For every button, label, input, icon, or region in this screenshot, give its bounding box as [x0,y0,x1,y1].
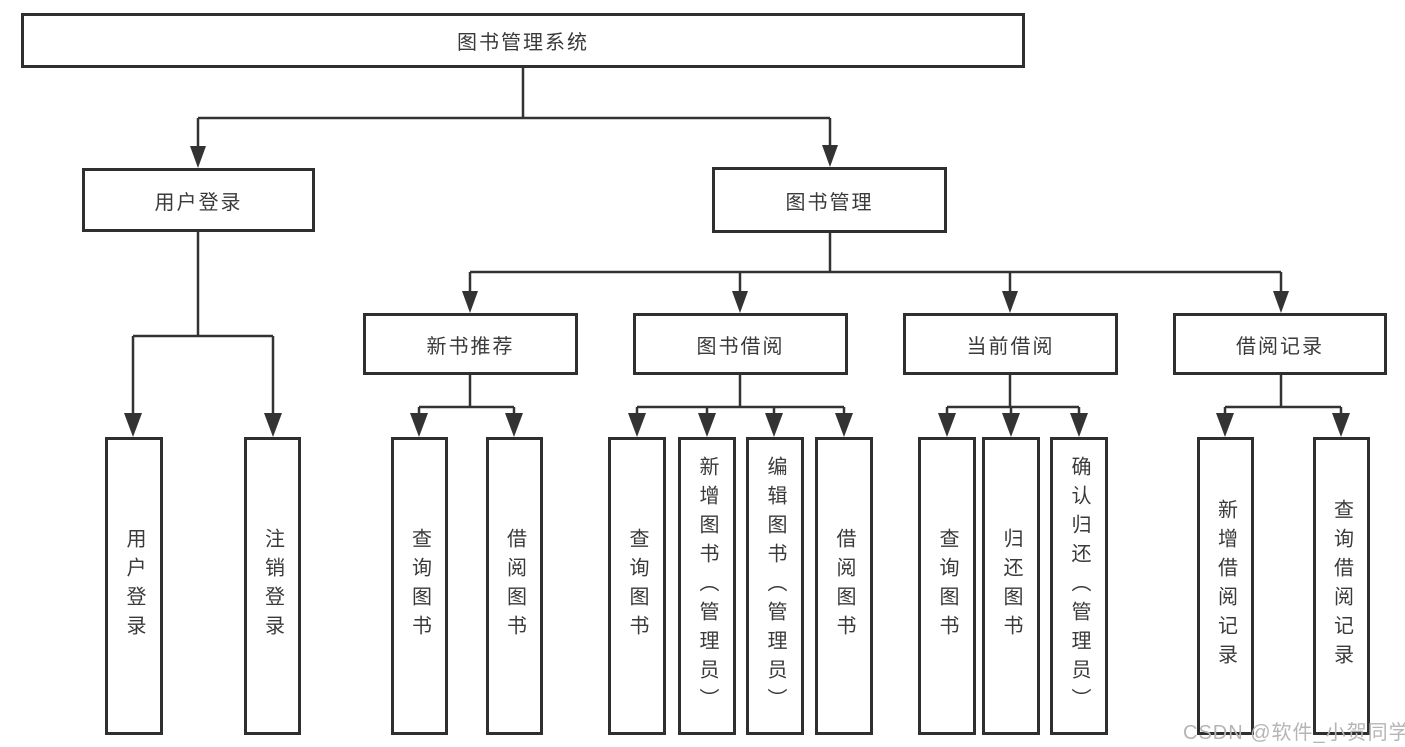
leaf-return-books-label: 归还图书 [1000,528,1022,644]
node-book-borrow-label: 图书借阅 [696,335,785,358]
leaf-confirm-return-admin-label: 确认归还（管理员） [1068,455,1090,717]
leaf-query-books-current-label: 查询图书 [936,528,958,644]
leaf-add-books-admin: 新增图书（管理员） [678,437,736,735]
node-book-management: 图书管理 [712,167,947,233]
leaf-query-books-current: 查询图书 [918,437,976,735]
leaf-query-books-recommend: 查询图书 [391,437,448,735]
node-user-login: 用户登录 [82,168,315,232]
watermark: CSDN @软件_小贺同学 [1183,722,1405,744]
node-user-login-label: 用户登录 [154,191,243,214]
leaf-borrow-books-label: 借阅图书 [833,528,855,644]
node-root-label: 图书管理系统 [457,32,589,54]
leaf-return-books: 归还图书 [982,437,1040,735]
leaf-user-login: 用户登录 [105,437,163,735]
node-root: 图书管理系统 [21,13,1025,68]
leaf-query-borrow-record: 查询借阅记录 [1313,437,1370,735]
leaf-confirm-return-admin: 确认归还（管理员） [1050,437,1108,735]
leaf-query-borrow-record-label: 查询借阅记录 [1330,499,1353,673]
node-borrow-records-label: 借阅记录 [1236,335,1324,358]
leaf-query-books-recommend-label: 查询图书 [408,528,431,644]
leaf-add-borrow-record-label: 新增借阅记录 [1214,499,1237,673]
leaf-logout-login: 注销登录 [244,437,301,735]
node-current-borrow-label: 当前借阅 [966,335,1055,358]
leaf-logout-login-label: 注销登录 [261,528,284,644]
leaf-borrow-books-recommend: 借阅图书 [486,437,543,735]
node-new-book-recommend-label: 新书推荐 [426,335,515,358]
leaf-borrow-books: 借阅图书 [815,437,873,735]
leaf-query-books-borrow-label: 查询图书 [626,528,648,644]
leaf-add-borrow-record: 新增借阅记录 [1197,437,1254,735]
leaf-borrow-books-recommend-label: 借阅图书 [503,528,526,644]
node-new-book-recommend: 新书推荐 [363,313,578,375]
leaf-edit-books-admin: 编辑图书（管理员） [746,437,804,735]
node-book-management-label: 图书管理 [785,191,874,214]
node-borrow-records: 借阅记录 [1173,313,1387,375]
leaf-edit-books-admin-label: 编辑图书（管理员） [764,455,786,717]
node-current-borrow: 当前借阅 [903,313,1118,375]
leaf-add-books-admin-label: 新增图书（管理员） [696,455,718,717]
leaf-query-books-borrow: 查询图书 [608,437,666,735]
leaf-user-login-label: 用户登录 [123,528,145,644]
node-book-borrow: 图书借阅 [633,313,848,375]
